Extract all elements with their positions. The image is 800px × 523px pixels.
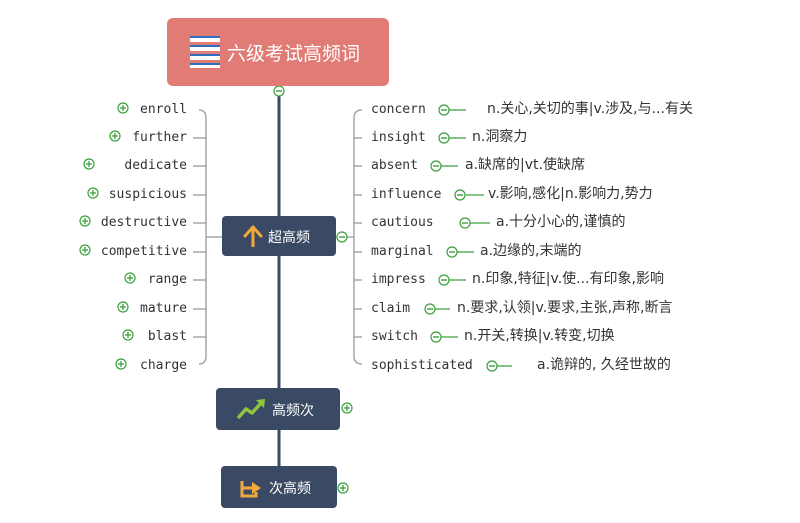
expand-icon[interactable] — [341, 402, 353, 414]
word-definition[interactable]: n.印象,特征|v.使...有印象,影响 — [472, 271, 664, 287]
word-definition[interactable]: a.十分小心的,谨慎的 — [496, 214, 626, 230]
left-word[interactable]: enroll — [140, 102, 187, 117]
right-word[interactable]: influence — [371, 187, 442, 202]
right-word[interactable]: impress — [371, 272, 426, 287]
expand-icon[interactable] — [117, 301, 129, 313]
left-word[interactable]: mature — [140, 301, 187, 316]
right-word[interactable]: claim — [371, 301, 411, 316]
word-definition[interactable]: a.诡辩的, 久经世故的 — [537, 357, 671, 373]
word-definition[interactable]: n.关心,关切的事|v.涉及,与...有关 — [487, 101, 693, 117]
left-word[interactable]: blast — [147, 329, 187, 344]
branch-label: 高频次 — [272, 403, 314, 419]
branch-high-frequency[interactable]: 高频次 — [216, 388, 340, 430]
trend-up-icon — [236, 399, 265, 420]
expand-icon[interactable] — [79, 215, 91, 227]
word-definition[interactable]: a.缺席的|vt.使缺席 — [465, 157, 585, 173]
expand-icon[interactable] — [122, 329, 134, 341]
right-word[interactable]: sophisticated — [371, 358, 473, 373]
right-word[interactable]: switch — [371, 329, 418, 344]
book-stack-icon — [190, 36, 220, 68]
expand-icon[interactable] — [337, 482, 349, 494]
expand-icon[interactable] — [115, 358, 127, 370]
arrow-right-box-icon — [240, 481, 261, 498]
expand-icon[interactable] — [83, 158, 95, 170]
expand-icon[interactable] — [109, 130, 121, 142]
word-definition[interactable]: n.洞察力 — [472, 129, 528, 145]
root-topic[interactable]: 六级考试高频词 — [167, 18, 389, 86]
branch-secondary-frequency[interactable]: 次高频 — [221, 466, 337, 508]
word-definition[interactable]: n.要求,认领|v.要求,主张,声称,断言 — [457, 300, 673, 316]
expand-icon[interactable] — [79, 244, 91, 256]
right-word[interactable]: cautious — [371, 215, 434, 230]
word-definition[interactable]: n.开关,转换|v.转变,切换 — [464, 328, 615, 344]
expand-icon[interactable] — [87, 187, 99, 199]
left-word[interactable]: destructive — [100, 215, 187, 230]
left-word[interactable]: suspicious — [108, 187, 187, 202]
right-word[interactable]: marginal — [371, 244, 434, 259]
branch-label: 超高频 — [268, 230, 310, 246]
right-word[interactable]: absent — [371, 158, 418, 173]
branch-super-high-frequency[interactable]: 超高频 — [222, 216, 336, 256]
root-title: 六级考试高频词 — [227, 43, 361, 65]
branch-label: 次高频 — [269, 481, 311, 497]
right-word[interactable]: insight — [371, 130, 426, 145]
right-word[interactable]: concern — [371, 102, 426, 117]
expand-icon[interactable] — [117, 102, 129, 114]
left-word[interactable]: range — [147, 272, 187, 287]
left-word[interactable]: competitive — [100, 244, 187, 259]
left-word[interactable]: further — [132, 130, 187, 145]
expand-icon[interactable] — [124, 272, 136, 284]
word-definition[interactable]: a.边缘的,末端的 — [480, 243, 582, 259]
word-definition[interactable]: v.影响,感化|n.影响力,势力 — [488, 186, 653, 202]
left-word[interactable]: charge — [140, 358, 187, 373]
left-word[interactable]: dedicate — [124, 158, 187, 173]
arrow-up-icon — [243, 225, 263, 247]
